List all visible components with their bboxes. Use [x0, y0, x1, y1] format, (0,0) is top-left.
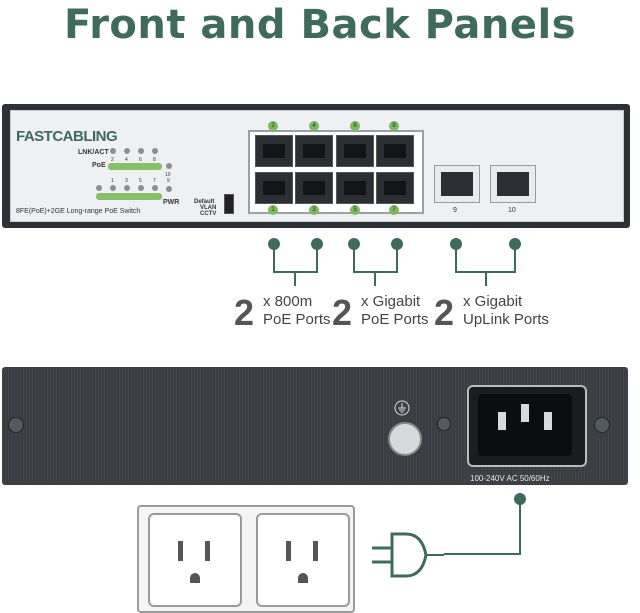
poe-label: PoE [92, 162, 106, 169]
uplink-port-10[interactable] [490, 165, 536, 203]
led-indicator [152, 148, 158, 154]
led-number: 2 [111, 157, 114, 163]
mode-switch[interactable] [224, 194, 234, 214]
rj45-port-4[interactable] [295, 135, 333, 167]
power-pin [498, 412, 506, 430]
callout-dot [348, 238, 360, 250]
rj45-port-3[interactable] [295, 172, 333, 204]
port-led: 3 [309, 205, 319, 215]
rj45-port-2[interactable] [255, 135, 293, 167]
led-indicator [124, 148, 130, 154]
ground-symbol-icon [394, 400, 410, 416]
callout-dot [268, 238, 280, 250]
callout-line1: x Gigabit [463, 293, 523, 310]
port-led: 7 [389, 205, 399, 215]
pwr-label: PWR [163, 199, 180, 206]
callout-line2: PoE Ports [361, 311, 429, 328]
led-indicator [96, 185, 102, 191]
uplink-number: 10 [508, 207, 516, 214]
port-led: 4 [309, 121, 319, 131]
callout-line [444, 553, 521, 555]
uplink-number: 9 [453, 207, 457, 214]
led-indicator [124, 185, 130, 191]
callout-line [396, 248, 398, 272]
callout-line [273, 248, 275, 272]
port-led: 8 [389, 121, 399, 131]
led-indicator [152, 185, 158, 191]
model-text: 8FE(PoE)+2GE Long-range PoE Switch [16, 208, 141, 215]
led-number: 3 [125, 178, 128, 184]
callout-line [514, 248, 516, 272]
poe-led-bar [108, 163, 162, 170]
page-title: Front and Back Panels [63, 2, 577, 48]
mode-vlan-label: VLAN [200, 205, 217, 211]
callout-line [316, 248, 318, 272]
poe-led-bar [96, 193, 162, 200]
callout-dot [509, 238, 521, 250]
led-number: 7 [153, 178, 156, 184]
callout-line [485, 272, 487, 286]
lnk-act-label: LNK/ACT [78, 149, 109, 156]
rj45-port-6[interactable] [336, 135, 374, 167]
callout-line1: x Gigabit [361, 293, 421, 310]
callout-dot [514, 493, 526, 505]
port-led: 1 [268, 205, 278, 215]
led-indicator [110, 148, 116, 154]
mode-cctv-label: CCTV [200, 211, 217, 217]
led-number: 6 [139, 157, 142, 163]
callout-line [455, 248, 457, 272]
screw [8, 417, 24, 433]
callout-dot [450, 238, 462, 250]
led-indicator [166, 186, 172, 192]
led-number: 5 [139, 178, 142, 184]
wall-outlet [148, 513, 242, 607]
led-indicator [138, 185, 144, 191]
led-number: 1 [111, 178, 114, 184]
led-indicator [110, 185, 116, 191]
led-number: 10 [165, 172, 171, 178]
mode-default-label: Default [194, 199, 215, 205]
callout-line [294, 272, 296, 286]
port-led: 6 [350, 121, 360, 131]
voltage-label: 100-240V AC 50/60Hz [470, 474, 550, 483]
screw [594, 417, 610, 433]
callout-dot [311, 238, 323, 250]
led-number: 8 [153, 157, 156, 163]
rj45-port-1[interactable] [255, 172, 293, 204]
led-indicator [138, 148, 144, 154]
power-pin [521, 404, 529, 422]
callout-line2: PoE Ports [263, 311, 331, 328]
callout-line1: x 800m [263, 293, 313, 310]
callout-count: 2 [332, 292, 353, 333]
wall-outlet [256, 513, 350, 607]
rj45-port-7[interactable] [376, 172, 414, 204]
port-led: 5 [350, 205, 360, 215]
callout-line [519, 500, 521, 555]
rj45-port-5[interactable] [336, 172, 374, 204]
rj45-port-8[interactable] [376, 135, 414, 167]
led-number: 4 [125, 157, 128, 163]
callout-dot [391, 238, 403, 250]
port-led: 2 [268, 121, 278, 131]
screw [437, 417, 451, 431]
callout-line [353, 248, 355, 272]
uplink-port-9[interactable] [434, 165, 480, 203]
callout-line2: UpLink Ports [463, 311, 549, 328]
callout-count: 2 [234, 292, 255, 333]
power-plug-icon [372, 532, 444, 578]
callout-line [374, 272, 376, 286]
ground-terminal[interactable] [388, 422, 422, 456]
power-pin [544, 412, 552, 430]
led-indicator [166, 163, 172, 169]
led-number: 9 [167, 178, 170, 184]
callout-count: 2 [434, 292, 455, 333]
brand-logo: FASTCABLING [16, 128, 118, 145]
